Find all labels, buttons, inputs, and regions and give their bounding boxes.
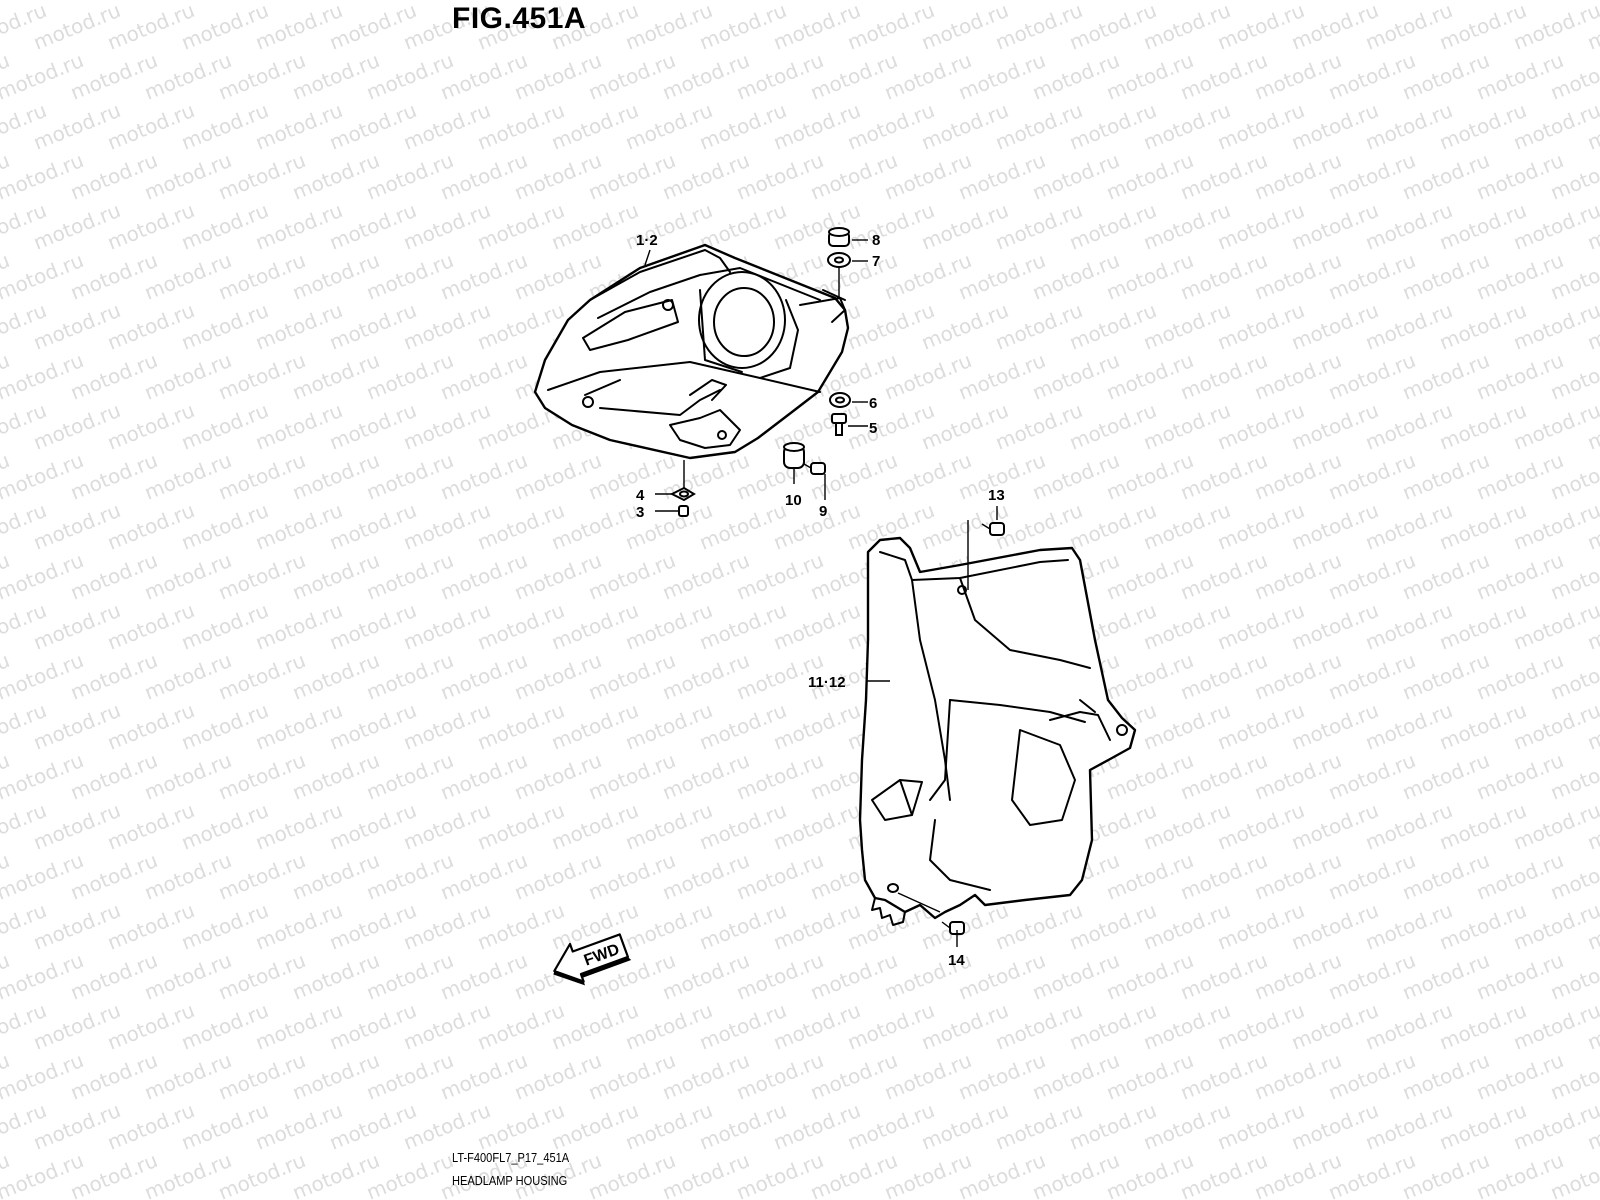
clip-icon	[941, 921, 965, 935]
callout-7: 7	[872, 253, 880, 270]
figure-title: FIG.451A	[452, 2, 587, 35]
callout-4: 4	[636, 487, 645, 504]
callout-9: 9	[819, 503, 827, 520]
callout-1-2: 1·2	[636, 232, 658, 249]
callout-6: 6	[869, 395, 877, 412]
drawing-code: LT-F400FL7_P17_451A	[452, 1150, 570, 1165]
clip-icon	[981, 522, 1005, 536]
washer-icon	[827, 252, 851, 268]
callout-10: 10	[785, 492, 802, 509]
callout-11-12: 11·12	[808, 674, 846, 691]
washer-icon	[829, 392, 851, 408]
callout-8: 8	[872, 232, 880, 249]
leader-lines	[644, 239, 998, 947]
headlamp-housing-part	[533, 243, 850, 460]
clip-nut-icon	[669, 486, 696, 502]
callout-5: 5	[869, 420, 877, 437]
callout-14: 14	[948, 952, 965, 969]
grommet-icon	[783, 442, 805, 469]
forward-arrow-icon: FWD	[553, 933, 632, 986]
bolt-icon	[831, 413, 847, 436]
bolt-icon	[803, 462, 826, 475]
screw-icon	[678, 505, 689, 517]
cushion-icon	[828, 227, 850, 247]
callout-3: 3	[636, 504, 644, 521]
inner-cover-part	[858, 536, 1137, 926]
drawing-name: HEADLAMP HOUSING	[452, 1173, 568, 1188]
callout-13: 13	[988, 487, 1005, 504]
